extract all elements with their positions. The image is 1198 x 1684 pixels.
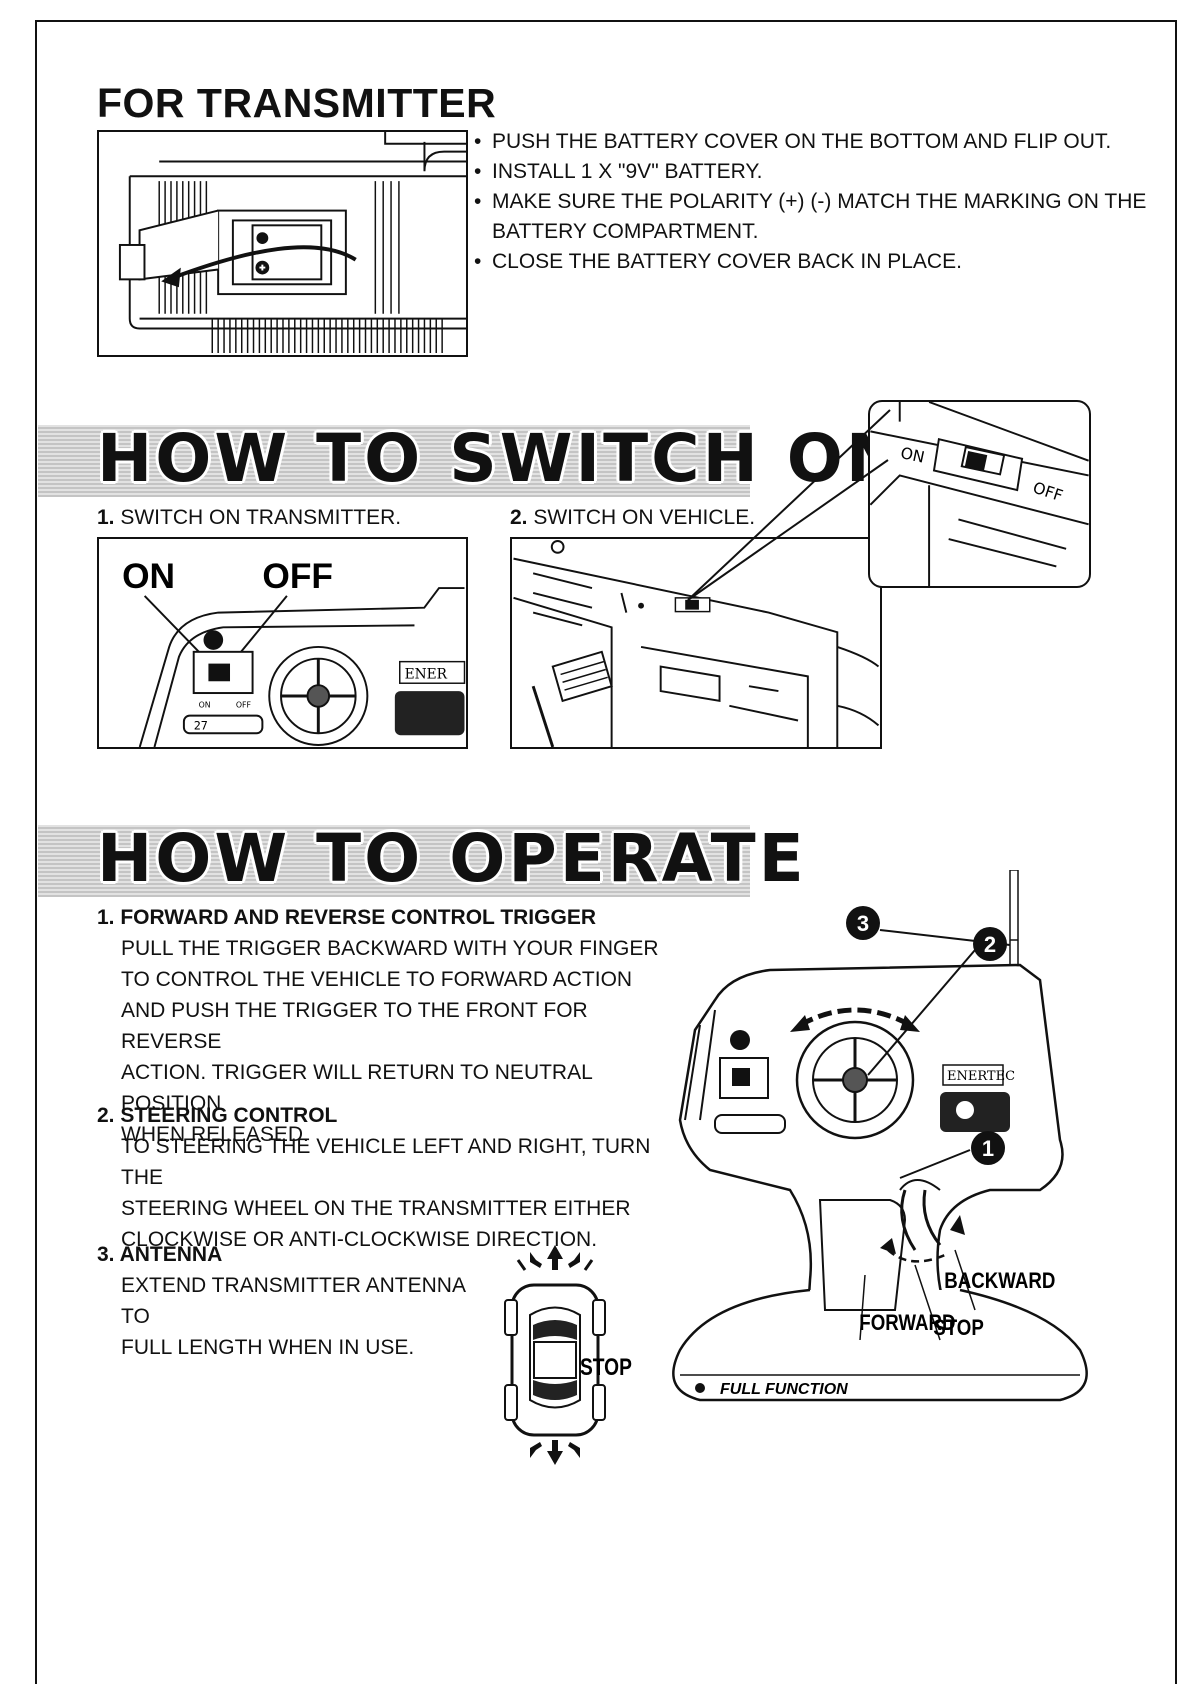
step-number: 1. bbox=[97, 506, 115, 529]
callout-2-number: 2 bbox=[984, 932, 996, 957]
section-heading: 3. ANTENNA bbox=[97, 1240, 497, 1270]
forward-arrows-icon bbox=[518, 1245, 592, 1270]
section-line: STEERING WHEEL ON THE TRANSMITTER EITHER bbox=[97, 1193, 677, 1224]
callout-2: 2 bbox=[973, 927, 1007, 961]
bullet-item: PUSH THE BATTERY COVER ON THE BOTTOM AND… bbox=[470, 127, 1150, 157]
callout-1: 1 bbox=[971, 1131, 1005, 1165]
frequency-label: 27 bbox=[194, 718, 208, 732]
footer-brand: FULL FUNCTION bbox=[720, 1381, 848, 1398]
transmitter-switch-drawing: ON OFF ON OFF 27 ENER bbox=[99, 539, 466, 747]
section-line: TO STEERING THE VEHICLE LEFT AND RIGHT, … bbox=[97, 1131, 677, 1193]
bullet-item: INSTALL 1 X "9V" BATTERY. bbox=[470, 157, 1150, 187]
section-line: PULL THE TRIGGER BACKWARD WITH YOUR FING… bbox=[97, 933, 677, 964]
section-line: AND PUSH THE TRIGGER TO THE FRONT FOR RE… bbox=[97, 995, 677, 1057]
section-heading: 2. STEERING CONTROL bbox=[97, 1101, 677, 1131]
car-topview-illustration: STOP bbox=[500, 1240, 660, 1470]
battery-instructions: PUSH THE BATTERY COVER ON THE BOTTOM AND… bbox=[470, 127, 1150, 277]
bullet-item: CLOSE THE BATTERY COVER BACK IN PLACE. bbox=[470, 247, 1150, 277]
car-stop-label: STOP bbox=[580, 1353, 632, 1381]
small-on-label: ON bbox=[199, 701, 211, 710]
zoom-on-label: ON bbox=[899, 443, 926, 467]
transmitter-illustration: FULL FUNCTION ENERTEC 3 2 1 FORWARD STOP… bbox=[640, 870, 1120, 1450]
section-antenna: 3. ANTENNA EXTEND TRANSMITTER ANTENNA TO… bbox=[97, 1240, 497, 1363]
section-line: EXTEND TRANSMITTER ANTENNA TO bbox=[97, 1270, 497, 1332]
zoom-off-label: OFF bbox=[1031, 478, 1066, 505]
stop-label: STOP bbox=[933, 1317, 984, 1341]
callout-3-number: 3 bbox=[857, 911, 869, 936]
switch-zoom-drawing: ON OFF bbox=[870, 402, 1089, 586]
backward-label: BACKWARD bbox=[944, 1270, 1055, 1294]
brand-fragment: ENER bbox=[405, 666, 448, 682]
switch-zoom-callout: ON OFF bbox=[868, 400, 1091, 588]
small-off-label: OFF bbox=[236, 701, 252, 710]
section-line: FULL LENGTH WHEN IN USE. bbox=[97, 1332, 497, 1363]
bullet-item: MAKE SURE THE POLARITY (+) (-) MATCH THE… bbox=[470, 187, 1150, 247]
step-number: 2. bbox=[510, 506, 528, 529]
callout-1-number: 1 bbox=[982, 1136, 994, 1161]
off-label: OFF bbox=[262, 557, 333, 596]
reverse-arrows-icon bbox=[530, 1440, 580, 1465]
step-text: SWITCH ON TRANSMITTER. bbox=[120, 506, 401, 529]
transmitter-switch-illustration: ON OFF ON OFF 27 ENER bbox=[97, 537, 468, 749]
callout-3: 3 bbox=[846, 906, 880, 940]
section-heading: 1. FORWARD AND REVERSE CONTROL TRIGGER bbox=[97, 903, 677, 933]
switch-step-1: 1. SWITCH ON TRANSMITTER. bbox=[97, 506, 401, 530]
battery-illustration bbox=[97, 130, 468, 357]
brand-label: ENERTEC bbox=[947, 1069, 1015, 1084]
battery-drawing bbox=[99, 132, 466, 355]
section-steering: 2. STEERING CONTROL TO STEERING THE VEHI… bbox=[97, 1101, 677, 1255]
on-label: ON bbox=[122, 557, 175, 596]
zoom-connector-lines bbox=[680, 400, 900, 605]
section-line: TO CONTROL THE VEHICLE TO FORWARD ACTION bbox=[97, 964, 677, 995]
transmitter-heading: FOR TRANSMITTER bbox=[97, 80, 496, 127]
